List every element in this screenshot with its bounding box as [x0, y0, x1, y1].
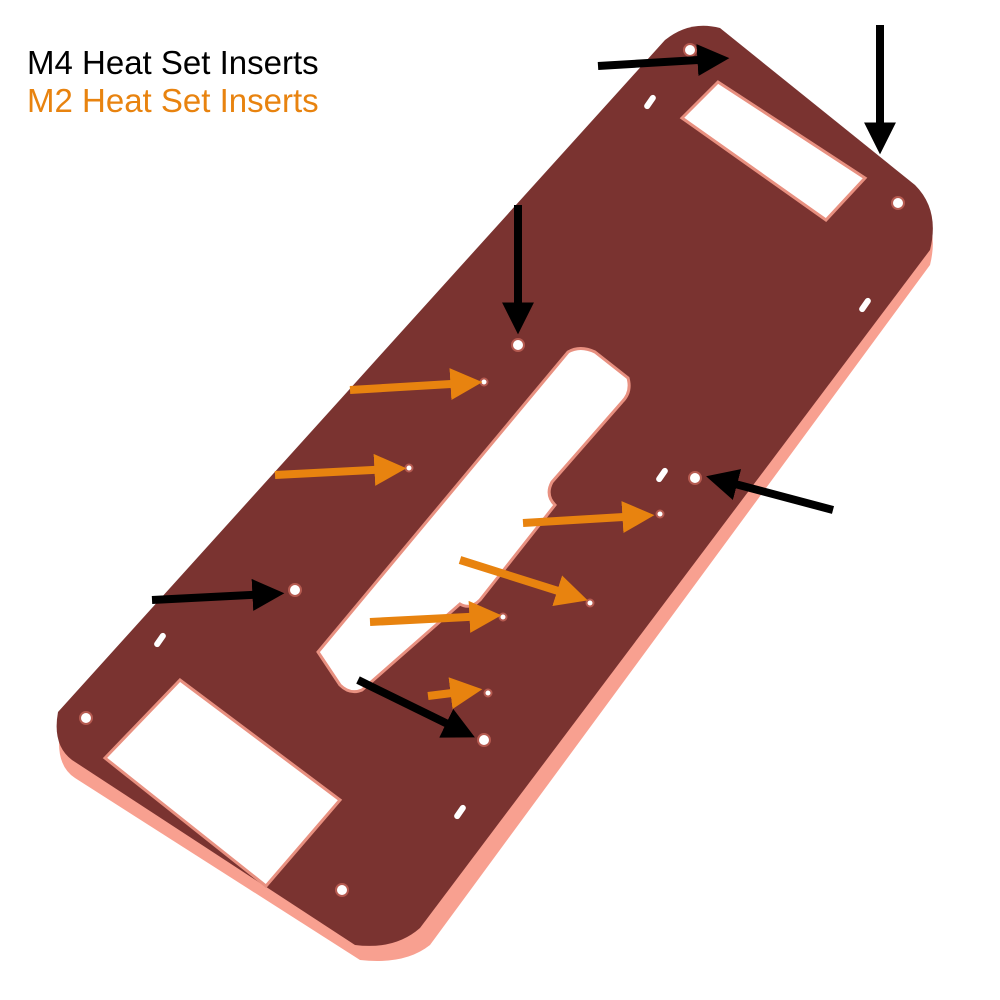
legend: M4 Heat Set Inserts M2 Heat Set Inserts	[27, 44, 319, 120]
m4-arrows	[151, 25, 896, 738]
mount-slots	[154, 94, 871, 820]
top-window-cutout	[679, 80, 868, 222]
legend-m2-label: M2 Heat Set Inserts	[27, 82, 319, 119]
bottom-window-cutout	[102, 678, 343, 889]
m2-arrows	[274, 368, 655, 710]
center-slot-cutout	[316, 347, 631, 694]
legend-m4-label: M4 Heat Set Inserts	[27, 44, 319, 81]
